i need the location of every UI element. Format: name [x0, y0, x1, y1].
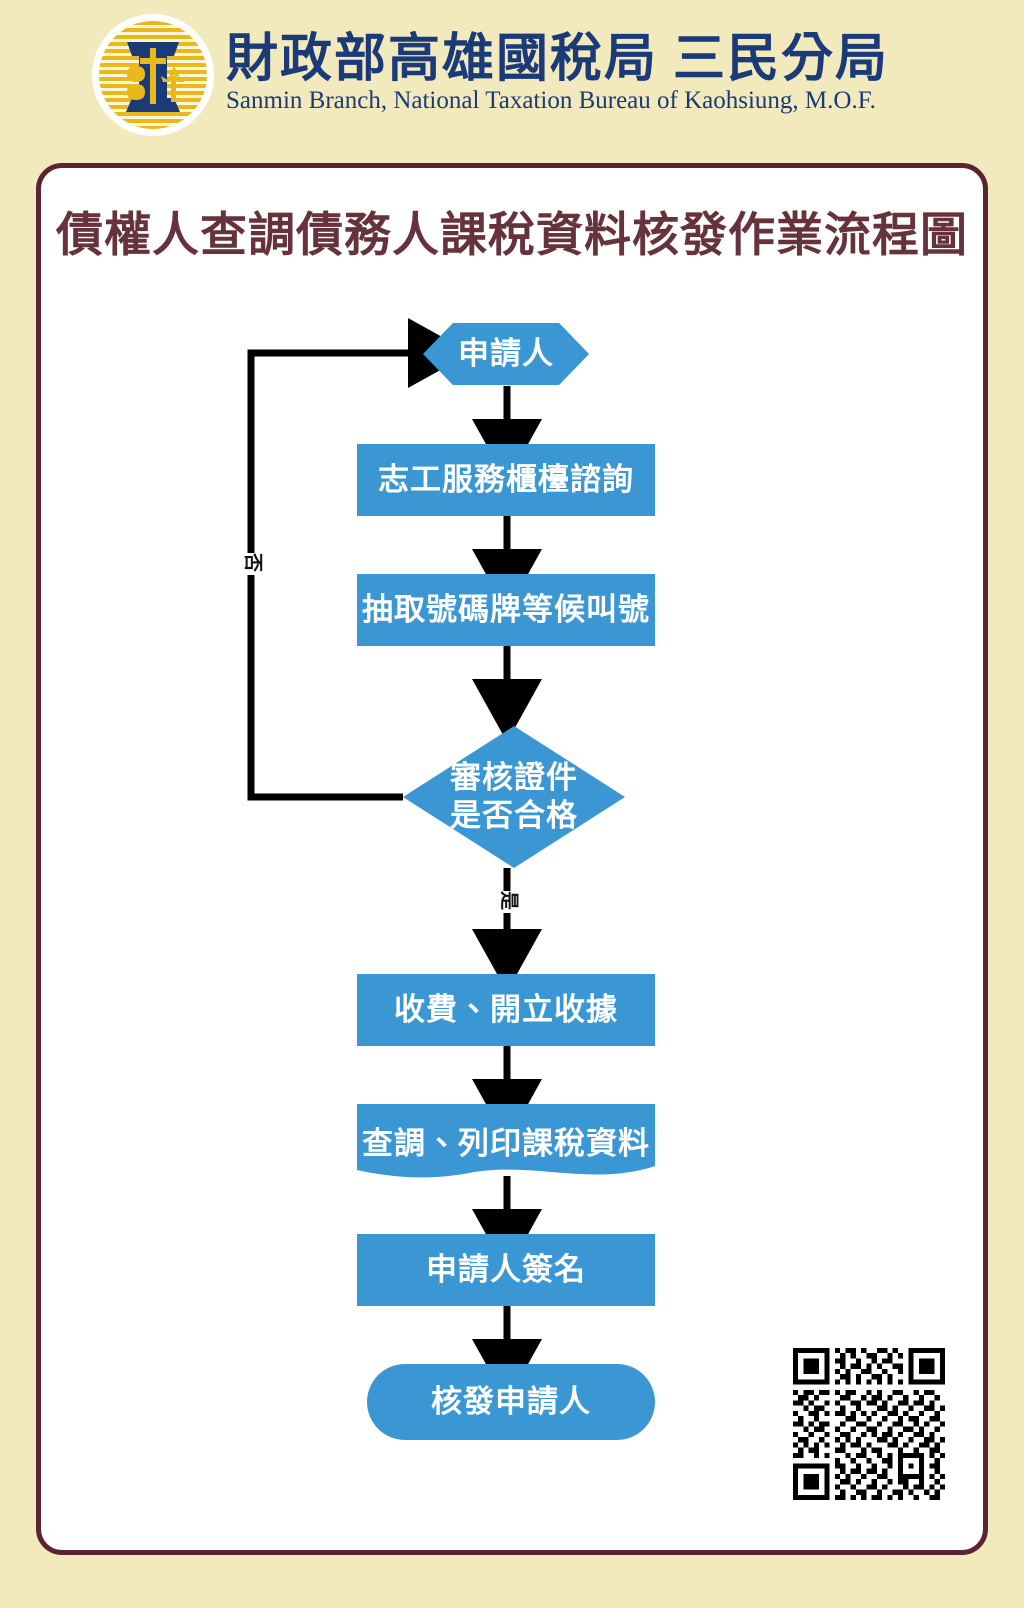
- flow-node-applicant[interactable]: 申請人: [423, 323, 589, 385]
- org-name-en: Sanmin Branch, National Taxation Bureau …: [226, 86, 876, 114]
- qr-code[interactable]: [793, 1348, 945, 1500]
- national-taxation-bureau-emblem-icon: [92, 14, 214, 136]
- logo-emblem-glyph: [126, 42, 186, 112]
- document-shape: [357, 1104, 655, 1178]
- flow-node-take-number-ticket[interactable]: 抽取號碼牌等候叫號: [357, 574, 655, 646]
- flow-node-query-print-tax-data[interactable]: 查調、列印課稅資料: [357, 1104, 655, 1182]
- flowchart-canvas: 申請人 志工服務櫃檯諮詢 抽取號碼牌等候叫號 審核證件 是否合格 收費、開立收據…: [41, 168, 993, 1560]
- edge-label-no: 否: [241, 553, 263, 575]
- flow-node-verify-documents-decision[interactable]: 審核證件 是否合格: [403, 726, 625, 868]
- flow-node-volunteer-desk-consult[interactable]: 志工服務櫃檯諮詢: [357, 444, 655, 516]
- org-name-zh: 財政部高雄國稅局 三民分局: [226, 30, 890, 88]
- flowchart-card: 債權人查調債務人課稅資料核發作業流程圖: [36, 163, 988, 1555]
- edge-label-yes: 是: [497, 891, 519, 913]
- flow-node-label: 收費、開立收據: [394, 991, 618, 1027]
- flow-node-issue-to-applicant[interactable]: 核發申請人: [367, 1364, 655, 1440]
- flow-node-label: 志工服務櫃檯諮詢: [378, 461, 634, 497]
- flow-node-collect-fee-issue-receipt[interactable]: 收費、開立收據: [357, 974, 655, 1046]
- flow-node-label: 申請人: [458, 335, 554, 371]
- flow-node-label: 審核證件 是否合格: [450, 760, 578, 833]
- flow-node-label: 申請人簽名: [426, 1251, 586, 1287]
- page-header: 財政部高雄國稅局 三民分局 Sanmin Branch, National Ta…: [0, 0, 1024, 150]
- header-text-block: 財政部高雄國稅局 三民分局 Sanmin Branch, National Ta…: [226, 31, 889, 120]
- page-title: 債權人查調債務人課稅資料核發作業流程圖: [56, 210, 968, 262]
- flow-node-label: 查調、列印課稅資料: [362, 1125, 650, 1161]
- qr-code-image: [793, 1348, 945, 1500]
- flow-node-label: 核發申請人: [431, 1383, 591, 1419]
- flow-node-applicant-signature[interactable]: 申請人簽名: [357, 1234, 655, 1306]
- flow-node-label: 抽取號碼牌等候叫號: [362, 591, 650, 627]
- flowchart-connectors: [247, 318, 542, 1402]
